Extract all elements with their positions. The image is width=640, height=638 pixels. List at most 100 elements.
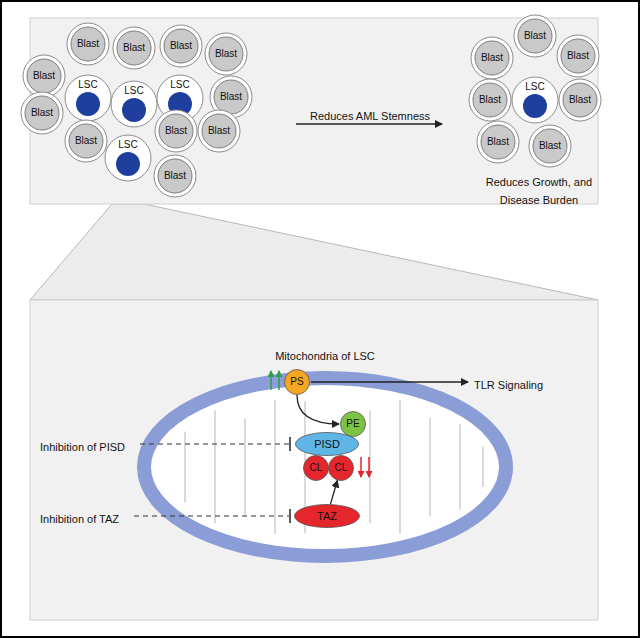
- cell-body: [473, 83, 507, 117]
- node-label: LSC: [170, 79, 189, 91]
- cell-body: [563, 83, 597, 117]
- crista: [245, 419, 246, 515]
- cell-membrane: [469, 79, 511, 121]
- node-label: Blast: [220, 91, 242, 103]
- cell-body: [214, 80, 248, 114]
- node-label: Blast: [487, 136, 509, 148]
- lipid-circle: PE: [340, 411, 366, 437]
- connector: [330, 480, 337, 504]
- blast-cell: Blast: [204, 32, 248, 76]
- node-label: Blast: [31, 107, 53, 119]
- cell-body: [202, 114, 236, 148]
- cell-membrane: [105, 135, 151, 181]
- leukemic-stem-cell: LSC: [511, 76, 559, 124]
- node-label: LSC: [118, 139, 137, 151]
- node-label: Blast: [479, 94, 501, 106]
- annotation: Inhibition of TAZ: [40, 513, 119, 525]
- node-label: Blast: [208, 125, 230, 137]
- mitochondrial-membrane: [144, 378, 506, 556]
- cell-membrane: [113, 27, 155, 69]
- enzyme-ellipse: TAZ: [294, 504, 360, 528]
- cell-body: [475, 41, 509, 75]
- crista: [275, 400, 276, 534]
- shape-fill: [285, 370, 310, 395]
- cell-nucleus: [76, 92, 100, 116]
- leukemic-stem-cell: LSC: [64, 74, 112, 122]
- cell-body: [69, 124, 103, 158]
- cell-body: [209, 37, 243, 71]
- increase-arrow: [278, 371, 280, 390]
- node-label: CL: [310, 462, 323, 474]
- node-label: Blast: [123, 42, 145, 54]
- node-label: Blast: [33, 70, 55, 82]
- label-box: Inhibition of TAZ: [40, 509, 132, 527]
- cell-body: [27, 59, 61, 93]
- blast-cell: Blast: [159, 24, 203, 68]
- shape-fill: [296, 433, 359, 456]
- blast-cell: Blast: [197, 109, 241, 153]
- crista: [370, 411, 371, 524]
- cell-body: [158, 159, 192, 193]
- shape-fill: [295, 505, 360, 528]
- node-label: Blast: [539, 140, 561, 152]
- cell-membrane: [154, 155, 196, 197]
- blast-cell: Blast: [528, 124, 572, 168]
- blast-cell: Blast: [22, 54, 66, 98]
- node-label: LSC: [124, 85, 143, 97]
- node-label: Blast: [170, 40, 192, 52]
- cell-membrane: [557, 35, 599, 77]
- blast-cell: Blast: [20, 91, 64, 135]
- cell-membrane: [514, 15, 556, 57]
- leukemic-stem-cell: LSC: [104, 134, 152, 182]
- label-box: TLR Signaling: [474, 375, 584, 393]
- cell-body: [481, 125, 515, 159]
- shape-fill: [304, 456, 329, 481]
- blast-cell: Blast: [66, 22, 110, 66]
- blast-cell: Blast: [470, 36, 514, 80]
- bottom-panel: [30, 300, 598, 620]
- decrease-arrow: [368, 457, 370, 477]
- blast-cell: Blast: [64, 119, 108, 163]
- node-label: Blast: [215, 48, 237, 60]
- crista: [430, 418, 431, 516]
- cell-membrane: [512, 77, 558, 123]
- cell-body: [117, 31, 151, 65]
- stemness-arrow: [296, 123, 442, 124]
- node-label: Blast: [164, 170, 186, 182]
- node-heading: Mitochondria of LSC: [275, 350, 375, 363]
- crista: [460, 424, 461, 509]
- shape-fill: [329, 456, 354, 481]
- cell-membrane: [65, 120, 107, 162]
- cell-membrane: [65, 75, 111, 121]
- label-box: Reduces AML Stemness: [296, 106, 444, 124]
- node-label: CL: [335, 462, 348, 474]
- cell-membrane: [21, 92, 63, 134]
- cell-membrane: [198, 110, 240, 152]
- leukemic-stem-cell: LSC: [110, 80, 158, 128]
- crista: [185, 432, 186, 503]
- node-label: Blast: [75, 135, 97, 147]
- cell-membrane: [23, 55, 65, 97]
- crista: [400, 401, 401, 534]
- cell-membrane: [471, 37, 513, 79]
- zoom-trapezoid: [30, 204, 598, 300]
- lipid-circle: CL: [303, 455, 329, 481]
- lipid-circle: CL: [328, 455, 354, 481]
- node-label: Blast: [77, 38, 99, 50]
- cell-membrane: [160, 25, 202, 67]
- cell-membrane: [111, 81, 157, 127]
- cell-body: [164, 29, 198, 63]
- annotation: Reduces AML Stemness: [310, 110, 430, 122]
- cell-membrane: [529, 125, 571, 167]
- cell-membrane: [67, 23, 109, 65]
- connector: [297, 395, 339, 424]
- cell-membrane: [205, 33, 247, 75]
- annotation: Inhibition of PISD: [40, 441, 125, 453]
- blast-cell: Blast: [468, 78, 512, 122]
- annotation: Reduces Growth, and Disease Burden: [486, 176, 592, 206]
- node-label: Blast: [165, 125, 187, 137]
- shape-fill: [341, 412, 366, 437]
- inhibition-line: [140, 443, 289, 444]
